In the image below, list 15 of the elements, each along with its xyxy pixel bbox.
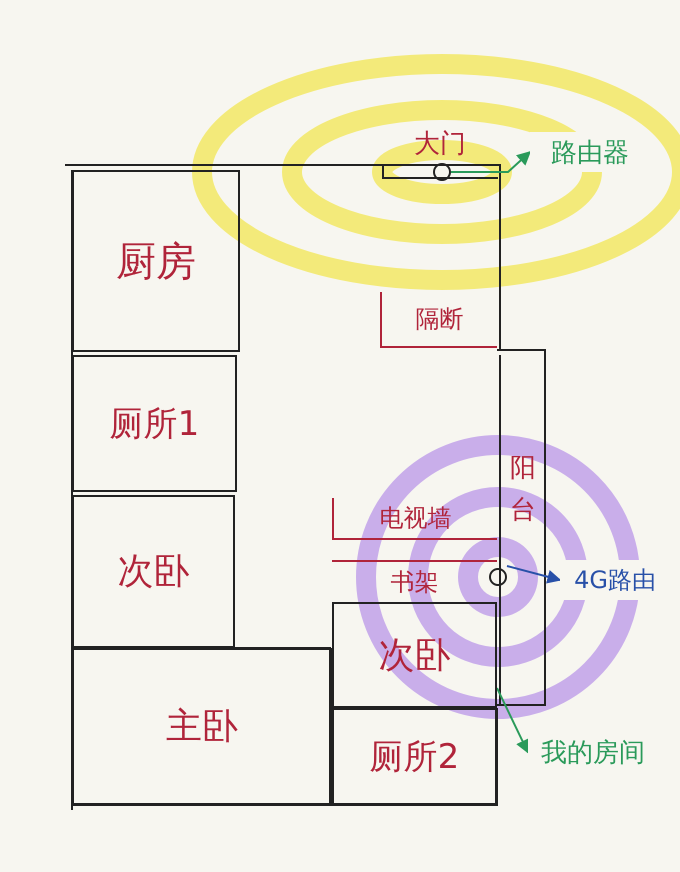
room-area: 厨房 <box>72 170 240 352</box>
partition-label: 隔断 <box>380 292 497 348</box>
arrow <box>451 151 532 173</box>
arrow <box>496 688 529 754</box>
arrow <box>506 565 562 584</box>
room-area: 厕所2 <box>332 708 497 805</box>
tv-wall-label: 电视墙 <box>332 498 497 540</box>
room-area: 主卧 <box>72 648 332 805</box>
room-area: 次卧 <box>72 495 235 648</box>
router-marker <box>433 163 451 181</box>
room-area: 厕所1 <box>72 355 237 492</box>
balcony-label: 阳台 <box>503 430 543 550</box>
bookshelf-label: 书架 <box>332 560 497 602</box>
room-area: 次卧 <box>332 602 497 708</box>
router-marker <box>489 568 507 586</box>
